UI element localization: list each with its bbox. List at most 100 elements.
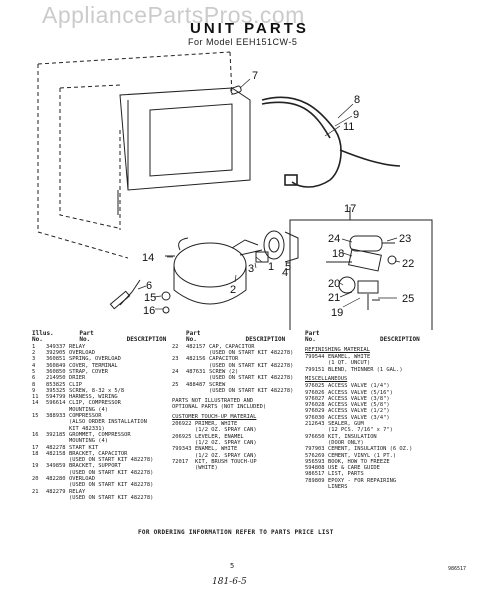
illus-number: 20 (32, 476, 39, 483)
table-header: Illus. No. Part No. DESCRIPTION (32, 330, 174, 344)
wiring-harness (261, 96, 401, 188)
callout-7: 7 (252, 70, 258, 82)
illus-number: 24 (172, 369, 179, 375)
part-number: 487631 (186, 369, 206, 375)
watermark: AppliancePartsPros.com (42, 2, 305, 28)
part-number: 482279 (46, 488, 66, 495)
callout-8: 8 (354, 94, 360, 106)
part-number: 799343 (172, 446, 192, 453)
exploded-parts-diagram: 7 8 9 11 17 24 23 18 22 14 1 2 3 4 5 6 1… (37, 51, 433, 330)
cabinet-outline (37, 51, 233, 259)
part-number: 482280 (46, 476, 66, 483)
part-description: BRACKET, SUPPORT (USED ON START KIT 4822… (69, 463, 154, 476)
part-number: 388933 (46, 413, 66, 420)
compressor (173, 237, 263, 305)
part-description: SEALER, GUM (12 PCS. 7/16" x 7") (328, 421, 393, 434)
illus-number: 23 (172, 356, 179, 363)
part-description: ACCESS VALVE (3/4") (328, 414, 390, 421)
part-description: STRAP, COVER (69, 369, 108, 375)
part-description: BLEND, THINNER (1 GAL.) (328, 366, 403, 373)
part-number: 976025 (305, 383, 325, 390)
part-description: RELAY (USED ON START KIT 482278) (69, 488, 154, 501)
part-number: 349337 (46, 343, 66, 350)
part-description: PRIMER, WHITE (1/2 OZ. SPRAY CAN) (195, 421, 257, 434)
model-subtitle: For Model EEH151CW-5 (188, 37, 298, 47)
callout-14: 14 (142, 252, 154, 264)
header-part-no: Part No. (305, 330, 320, 344)
form-code: 986517 (448, 566, 467, 572)
part-description: ACCESS VALVE (5/8") (328, 402, 390, 409)
part-description: OVERLOAD (USED ON START KIT 482278) (69, 476, 154, 489)
part-number: 986517 (305, 471, 325, 478)
part-number: 976027 (305, 395, 325, 402)
part-description: USE & CARE GUIDE (328, 465, 380, 472)
part-number: 482157 (186, 343, 206, 350)
illus-number: 2 (32, 350, 36, 357)
part-description: CLIP, COMPRESSOR MOUNTING (4) (69, 400, 121, 413)
part-number: 594799 (46, 394, 66, 401)
part-number: 576269 (305, 452, 325, 459)
part-number: 956593 (305, 458, 325, 465)
page-title: UNIT PARTS (190, 20, 309, 37)
part-description: CLIP (69, 381, 82, 388)
touch-up-section-title: CUSTOMER TOUCH-UP MATERIAL (172, 413, 257, 420)
header-description: DESCRIPTION (380, 336, 420, 343)
illus-number: 19 (32, 463, 39, 470)
header-part-no: Part No. (186, 330, 201, 344)
part-description: ACCESS VALVE (3/8") (328, 395, 390, 402)
part-description: ACCESS VALVE (5/16") (328, 389, 393, 396)
callout-5: 5 (285, 261, 291, 273)
part-description: ENAMEL, WHITE (1 QT. UNCUT) (328, 354, 371, 367)
callout-labels: 7 8 9 11 17 24 23 18 22 14 1 2 3 4 5 6 1… (142, 70, 414, 319)
callout-9: 9 (353, 109, 359, 121)
part-number: 789809 (305, 477, 325, 484)
callout-16: 16 (143, 305, 155, 317)
part-description: ACCESS VALVE (1/4") (328, 383, 390, 390)
callout-23: 23 (399, 233, 411, 245)
table-header: Part No. DESCRIPTION (172, 330, 305, 344)
refinishing-section-title: REFINISHING MATERIAL (305, 346, 370, 353)
part-description: LIST, PARTS (328, 471, 364, 478)
compressor-compartment (117, 87, 251, 215)
part-description: COVER, TERMINAL (69, 362, 118, 369)
part-number: 360850 (46, 369, 66, 375)
part-number: 482158 (46, 450, 66, 457)
part-number: 392905 (46, 350, 66, 357)
part-number: 392185 (46, 431, 66, 438)
part-description: HARNESS, WIRING (69, 394, 118, 401)
part-number: 596614 (46, 400, 66, 407)
not-illustrated-note: PARTS NOT ILLUSTRATED AND OPTIONAL PARTS… (172, 398, 267, 411)
callout-3: 3 (248, 263, 254, 275)
relay-overload-assembly (255, 230, 299, 263)
ordering-footer: FOR ORDERING INFORMATION REFER TO PARTS … (138, 529, 334, 536)
part-number: 797903 (305, 446, 325, 453)
illus-number: 11 (32, 394, 39, 401)
callout-6: 6 (146, 280, 152, 292)
part-description: ENAMEL, WHITE (1/2 OZ. SPRAY CAN) (195, 446, 257, 459)
illus-number: 6 (32, 375, 36, 382)
part-number: 853825 (46, 381, 66, 388)
